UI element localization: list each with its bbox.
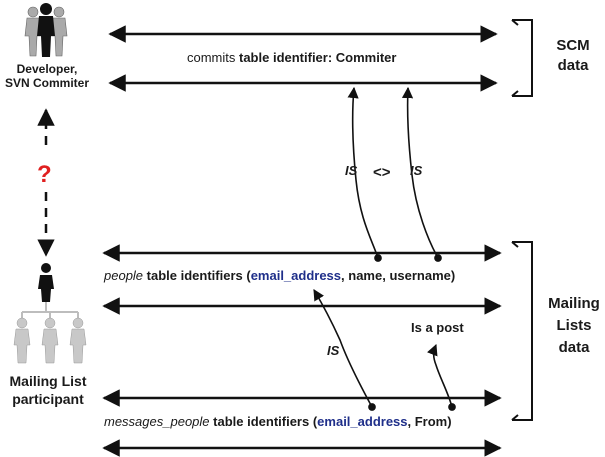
not-equal-label: <>: [373, 164, 391, 181]
connector-name-to-commiter: [347, 86, 382, 262]
scm-row-prefix: commits: [187, 50, 239, 65]
connector-username-to-commiter: [401, 86, 442, 262]
mailing-list-group-icon: [13, 317, 87, 364]
participant-label: Mailing List participant: [2, 372, 94, 408]
people-row-label: people table identifiers (email_address,…: [104, 268, 455, 284]
scm-row-label: commits table identifier: Commiter: [187, 50, 396, 66]
mailing-data-line3: data: [558, 339, 590, 356]
mailing-data-line2: Lists: [556, 317, 592, 334]
connector-from-is-a-post: [427, 343, 456, 411]
developer-label: Developer, SVN Commiter: [2, 62, 92, 90]
scm-bracket: [512, 19, 533, 97]
scm-data-line1: SCM: [556, 37, 590, 54]
mailing-data-label: Mailing Lists data: [543, 293, 605, 359]
people-table-name: people: [104, 268, 144, 283]
developer-label-line1: Developer,: [16, 62, 78, 76]
participant-icon: [38, 263, 54, 302]
messages-row-label: messages_people table identifiers (email…: [104, 414, 452, 430]
scm-row-identifier: table identifier: Commiter: [239, 50, 397, 65]
participant-label-line1: Mailing List: [9, 373, 87, 389]
people-rest-fields: , name, username): [341, 268, 456, 283]
messages-rest-fields: , From): [407, 414, 452, 429]
people-email-field: email_address: [250, 268, 342, 283]
participant-label-line2: participant: [12, 391, 84, 407]
question-mark: ?: [37, 161, 52, 188]
developer-label-line2: SVN Commiter: [4, 76, 90, 90]
mailing-data-line1: Mailing: [548, 295, 600, 312]
people-table-identifiers: table identifiers (: [143, 268, 251, 283]
mailing-bracket: [512, 241, 533, 421]
is-right-label: IS: [410, 163, 423, 178]
messages-email-field: email_address: [317, 414, 408, 429]
participant-hierarchy-lines: [21, 302, 79, 318]
scm-data-label: SCM data: [543, 36, 603, 76]
developer-group-icon: [24, 3, 68, 57]
messages-table-name: messages_people: [104, 414, 210, 429]
messages-table-identifiers: table identifiers (: [209, 414, 318, 429]
is-a-post-label: Is a post: [411, 320, 464, 335]
connector-email-to-email: [313, 289, 376, 411]
scm-data-line2: data: [557, 57, 589, 74]
is-lower-label: IS: [327, 343, 340, 358]
is-left-label: IS: [345, 163, 358, 178]
